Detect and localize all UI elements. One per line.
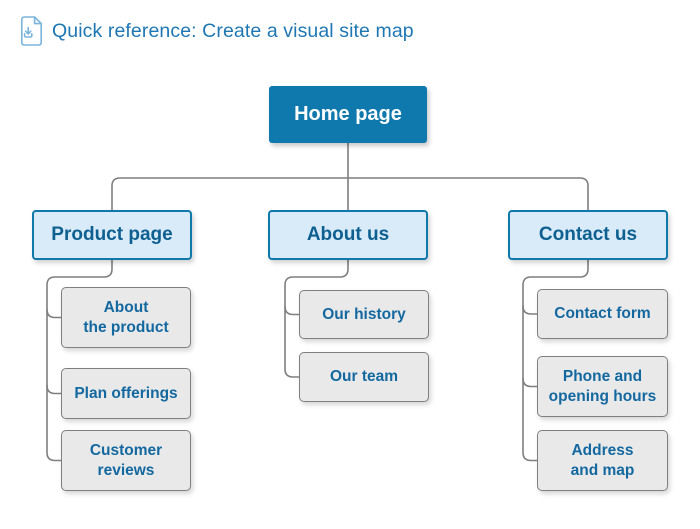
node-home-page: Home page — [269, 86, 427, 143]
node-about-us: About us — [268, 210, 428, 260]
node-our-team: Our team — [299, 352, 429, 402]
node-product-page: Product page — [32, 210, 192, 260]
node-plan-offerings: Plan offerings — [61, 368, 191, 419]
node-address-and-map: Address and map — [537, 430, 668, 491]
node-contact-us: Contact us — [508, 210, 668, 260]
node-contact-form: Contact form — [537, 289, 668, 339]
header: Quick reference: Create a visual site ma… — [20, 16, 414, 46]
node-phone-opening-hours: Phone and opening hours — [537, 356, 668, 417]
node-our-history: Our history — [299, 290, 429, 339]
node-customer-reviews: Customer reviews — [61, 430, 191, 491]
page-title[interactable]: Quick reference: Create a visual site ma… — [52, 19, 414, 42]
node-about-the-product: About the product — [61, 287, 191, 348]
download-document-icon — [21, 16, 42, 46]
